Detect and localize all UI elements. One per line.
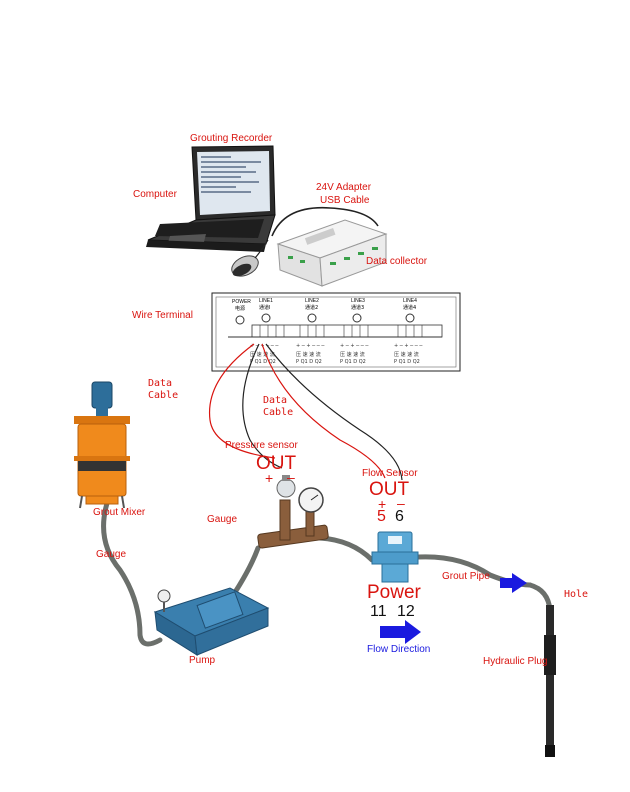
power-terminal-11: 11 [370,603,387,620]
terminal-line3-label: LINE3 [351,298,365,304]
svg-text:P Q1 D Q2: P Q1 D Q2 [340,359,366,365]
data-cable-label-2-line1: Data [263,395,288,406]
power-terminal-12: 12 [397,603,415,620]
svg-text:P Q1 D Q2: P Q1 D Q2 [296,359,322,365]
terminal-power-sub: 电源 [235,306,246,312]
terminal-line4-label: LINE4 [403,298,417,304]
computer-label: Computer [133,189,177,200]
flow-out-label: OUT [369,479,410,500]
grouting-recorder-label: Grouting Recorder [190,133,273,144]
terminal-line3-sub: 通道3 [351,305,365,311]
hydraulic-plug [544,605,556,757]
svg-text:压 速 速 流: 压 速 速 流 [340,351,365,358]
svg-text:+ ─ + ─ ─ ─: + ─ + ─ ─ ─ [296,343,325,349]
grout-pipe-label: Grout Pipe [442,571,490,582]
gauge-label-1: Gauge [207,514,238,525]
data-cable-label-1-line2: Cable [148,390,179,401]
hydraulic-plug-label: Hydraulic Plug [483,656,548,667]
laptop [146,145,276,252]
data-cable-label-1-line1: Data [148,378,173,389]
data-cable-label-2-line2: Cable [263,407,294,418]
svg-text:压 速 速 流: 压 速 速 流 [394,351,419,358]
flow-terminal-5: 5 [377,508,386,525]
adapter-label: 24V Adapter [316,182,372,193]
pump-label: Pump [189,655,216,666]
grout-pipe-arrow [500,573,527,593]
pressure-sensor-label: Pressure sensor [225,440,298,451]
usb-cable-label: USB Cable [320,195,370,206]
pressure-assembly [257,475,329,549]
flow-plus: + [378,496,387,512]
grout-mixer-label: Grout Mixer [93,507,146,518]
pressure-plus: + [265,470,274,486]
grout-mixer [74,381,130,509]
gauge-label-2: Gauge [96,549,127,560]
svg-text:+ ─ + ─ ─ ─: + ─ + ─ ─ ─ [250,343,279,349]
terminal-line2-sub: 通道2 [305,305,319,311]
flow-terminal-6: 6 [395,508,404,525]
terminal-line4-sub: 通道4 [403,305,417,311]
terminal-line1-sub: 通道I [259,305,271,311]
svg-text:P Q1 D Q2: P Q1 D Q2 [394,359,420,365]
mouse [231,239,269,277]
svg-text:+ ─ + ─ ─ ─: + ─ + ─ ─ ─ [394,343,423,349]
data-collector [276,219,388,287]
data-collector-label: Data collector [366,256,428,267]
svg-text:+ ─ + ─ ─ ─: + ─ + ─ ─ ─ [340,343,369,349]
pump [153,587,270,656]
svg-text:P Q1 D Q2: P Q1 D Q2 [250,359,276,365]
flow-direction-label: Flow Direction [367,644,431,655]
usb-cable [271,206,379,237]
terminal-power-label: POWER [232,299,251,305]
flow-meter [371,531,419,583]
svg-text:压 速 速 流: 压 速 速 流 [250,351,275,358]
terminal-line1-label: LINE1 [259,298,273,304]
power-label: Power [367,582,421,603]
pressure-out-label: OUT [256,453,297,474]
svg-text:压 速 速 流: 压 速 速 流 [296,351,321,358]
flow-sensor-label: Flow Sensor [362,468,418,479]
data-cables [208,343,403,481]
flow-minus: – [397,495,405,511]
wire-terminal-label: Wire Terminal [132,310,193,321]
flow-direction-arrow [380,620,421,644]
terminal-line2-label: LINE2 [305,298,319,304]
hole-label: Hole [564,589,589,600]
pressure-minus: – [287,469,295,485]
